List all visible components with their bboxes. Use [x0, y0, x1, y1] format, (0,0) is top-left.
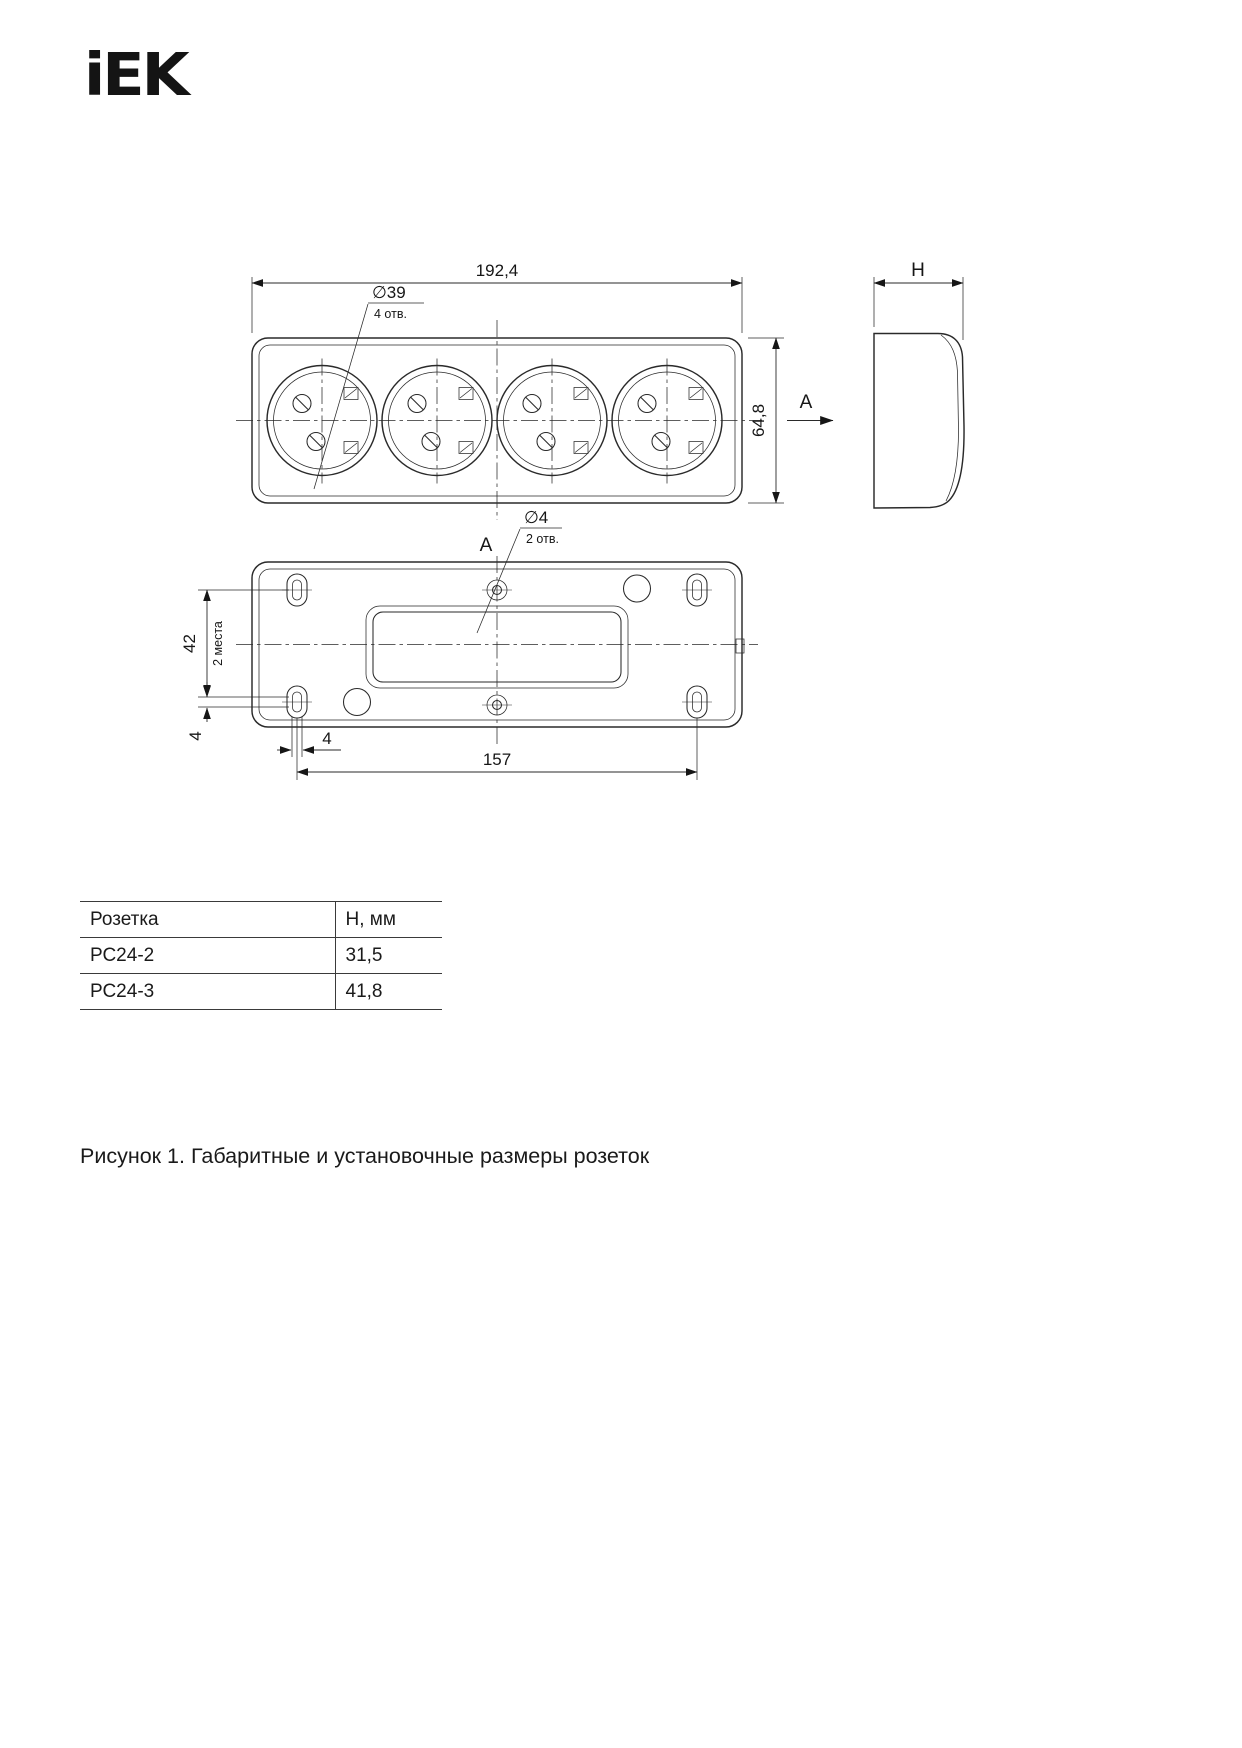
dim-slot-width: 4: [277, 717, 341, 757]
screw-hole-note: 2 отв.: [526, 532, 559, 546]
dim-mounting-span-value: 157: [483, 750, 511, 769]
callout-screw-hole: ∅4 2 отв.: [476, 508, 562, 634]
wall-clip-detail: [735, 638, 745, 654]
section-label-a: A: [480, 535, 493, 556]
dim-slot-height: 4: [186, 682, 289, 741]
clearance-hole: [622, 574, 652, 603]
side-view: H: [873, 260, 965, 509]
dim-width: 192,4: [251, 261, 743, 333]
dim-depth-h: H: [873, 260, 964, 340]
table-cell-height: 31,5: [335, 937, 442, 974]
dim-height-value: 64,8: [749, 404, 768, 437]
figure-caption: Рисунок 1. Габаритные и установочные раз…: [80, 1144, 650, 1168]
table-cell-height: 41,8: [335, 973, 442, 1010]
table-cell-model: РС24-3: [80, 973, 336, 1010]
callout-socket-diameter: ∅39 4 отв.: [313, 283, 424, 490]
table-cell-model: РС24-2: [80, 937, 336, 974]
table-header-row: Розетка Н, мм: [80, 901, 442, 938]
dim-slot-pitch: 42 2 места: [180, 589, 289, 698]
table-row: РС24-2 31,5: [80, 937, 442, 974]
bottom-view: A ∅4 2 отв. 42 2 места 4: [180, 508, 758, 780]
table-row: РС24-3 41,8: [80, 973, 442, 1010]
socket-diameter-note: 4 отв.: [374, 307, 407, 321]
dim-slot-pitch-note: 2 места: [211, 621, 225, 666]
dim-width-value: 192,4: [476, 261, 519, 280]
socket-height-table: Розетка Н, мм РС24-2 31,5 РС24-3 41,8: [80, 901, 442, 1010]
view-direction-a: A: [787, 392, 834, 425]
clearance-hole: [342, 687, 372, 717]
dim-slot-height-value: 4: [186, 731, 205, 740]
dim-slot-pitch-value: 42: [180, 634, 199, 653]
table-header-height: Н, мм: [335, 901, 442, 938]
socket-diameter-label: ∅39: [372, 283, 406, 302]
dim-mounting-span: 157: [296, 718, 698, 780]
table-header-socket: Розетка: [80, 901, 336, 938]
dim-depth-value: H: [911, 260, 925, 281]
front-view: 192,4 ∅39 4 отв. 64,8 A: [236, 261, 834, 520]
technical-drawing: 192,4 ∅39 4 отв. 64,8 A: [180, 260, 965, 780]
dim-height: 64,8: [748, 337, 784, 504]
iek-logo: iEK: [84, 39, 190, 110]
screw-hole-label: ∅4: [524, 508, 548, 527]
dim-slot-width-value: 4: [322, 729, 331, 748]
view-label-a: A: [800, 392, 813, 413]
